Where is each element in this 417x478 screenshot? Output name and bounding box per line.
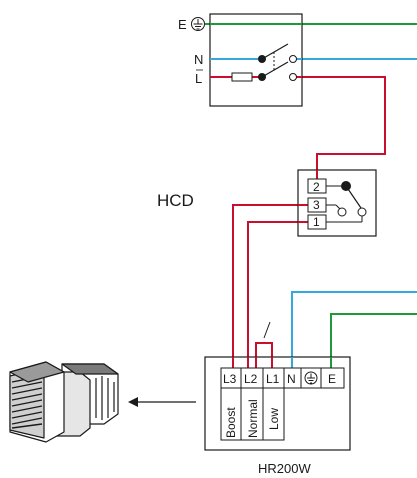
- controller-terminal-label: 1: [313, 215, 320, 229]
- isolator-switch: [209, 13, 303, 107]
- live-wire-normal: [247, 221, 308, 368]
- live-wire-boost: [232, 204, 308, 368]
- arrow-icon: [128, 397, 196, 407]
- unit-terminal-label-l3: L3: [223, 372, 237, 386]
- fan-unit-icon: [9, 361, 119, 443]
- link-wire: [255, 342, 273, 368]
- neutral-label: N: [194, 52, 203, 67]
- hcd-controller: 2 3 1: [297, 169, 377, 237]
- unit-terminal-strip: [220, 367, 345, 389]
- speed-label-box: [220, 387, 285, 441]
- unit-terminal-housing: L3 L2 L1 N E Boost Normal Low: [204, 356, 351, 451]
- neutral-wire-unit: [291, 291, 417, 368]
- earth-symbol-icon: [304, 371, 318, 385]
- speed-label-boost: Boost: [224, 407, 238, 438]
- speed-label-normal: Normal: [246, 399, 260, 438]
- switch-contact-live: [289, 73, 297, 81]
- live-wire-to-controller: [293, 76, 386, 170]
- link-indicator-line: [263, 321, 271, 339]
- unit-terminal-label-l2: L2: [244, 372, 258, 386]
- controller-terminal-label: 2: [313, 180, 320, 194]
- controller-contact-b: [357, 207, 367, 217]
- speed-label-low: Low: [267, 408, 281, 430]
- unit-terminal-label-n: N: [287, 372, 296, 386]
- controller-blade: [345, 185, 362, 209]
- earth-symbol-icon: [191, 17, 205, 31]
- controller-terminal-label: 3: [313, 198, 320, 212]
- controller-label: HCD: [157, 191, 194, 210]
- unit-terminal-label-e: E: [328, 372, 336, 386]
- switch-blade-live: [261, 61, 289, 78]
- switch-blade-neutral: [261, 43, 289, 60]
- live-label: L: [195, 71, 202, 86]
- controller-contact-a: [337, 207, 347, 217]
- unit-model-label: HR200W: [258, 461, 311, 476]
- switch-contact-neutral: [289, 55, 297, 63]
- fuse-icon: [231, 72, 253, 82]
- earth-label: E: [178, 17, 187, 32]
- earth-wire-unit: [330, 313, 417, 368]
- unit-terminal-label-l1: L1: [266, 372, 280, 386]
